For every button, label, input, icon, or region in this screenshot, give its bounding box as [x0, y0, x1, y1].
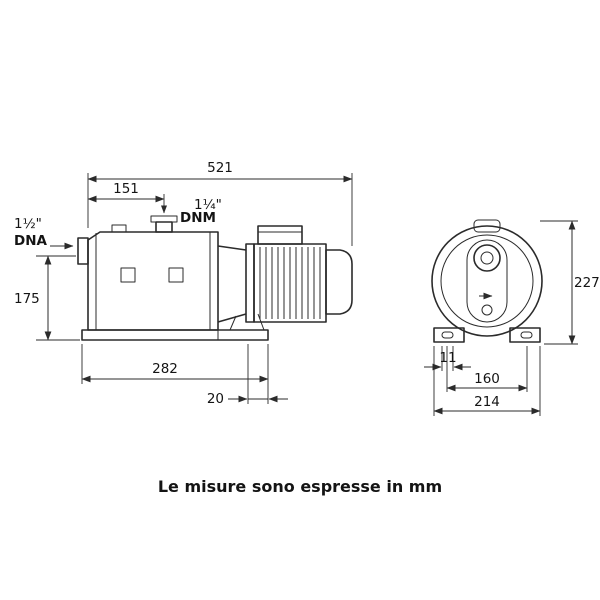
dim-foot-width-label: 20: [207, 391, 224, 407]
motor-flange: [245, 243, 255, 323]
casing-outer: [431, 225, 543, 337]
pump-body: [87, 231, 219, 331]
dim-front-width-label: 214: [474, 394, 500, 410]
dim-total-length-label: 521: [207, 160, 233, 176]
fan-cover: [325, 249, 353, 315]
priming-plug-left: [120, 267, 136, 283]
pump-body-joint-lines: [95, 232, 211, 330]
dim-front-width: 214: [433, 346, 541, 416]
top-boss: [473, 219, 501, 233]
front-port-inner: [480, 251, 494, 265]
dim-slot-width-label: 11: [439, 350, 456, 366]
dim-base-length-label: 282: [152, 361, 178, 377]
discharge-port: [155, 221, 173, 233]
dna-size-label: 1½": [14, 216, 42, 232]
base-plate: [81, 329, 269, 341]
dna-label: DNA: [14, 233, 48, 249]
foot-left: [433, 327, 465, 343]
front-view: [431, 219, 543, 343]
dim-front-height-label: 227: [574, 275, 600, 291]
priming-plug-right: [168, 267, 184, 283]
side-view: [77, 215, 353, 341]
front-port-outer: [473, 244, 501, 272]
label-discharge-port: 1¼" DNM: [180, 197, 222, 226]
dim-body-length: 151: [87, 181, 168, 214]
suction-flange: [77, 237, 89, 265]
dnm-label: DNM: [180, 210, 216, 226]
dim-slot-width: 11: [424, 346, 471, 371]
dim-axis-height: 175: [14, 255, 80, 341]
dim-axis-height-ext: [36, 255, 80, 341]
dim-total-length: 521: [87, 160, 353, 246]
dim-bolt-spacing-ext: [446, 346, 528, 392]
dnm-size-label: 1¼": [194, 197, 222, 213]
caption-text: Le misure sono espresse in mm: [158, 477, 442, 496]
top-plug: [111, 224, 127, 233]
dim-front-height: 227: [540, 220, 600, 345]
dim-axis-height-label: 175: [14, 291, 40, 307]
motor-adapter: [217, 245, 247, 323]
dim-foot-width: 20: [207, 344, 288, 407]
dim-body-length-label: 151: [113, 181, 139, 197]
dim-front-width-ext: [433, 346, 541, 416]
casing-inner: [440, 234, 534, 328]
foot-right: [509, 327, 541, 343]
label-suction-port: 1½" DNA: [14, 216, 74, 250]
dim-bolt-spacing: 160: [446, 346, 528, 392]
motor-fins: [259, 247, 321, 319]
discharge-port-cap: [150, 215, 178, 223]
foot-slot-left: [441, 331, 454, 339]
dim-bolt-spacing-label: 160: [474, 371, 500, 387]
face-plate: [466, 239, 508, 323]
dim-slot-width-ext: [441, 346, 454, 371]
terminal-box: [257, 225, 303, 245]
drain-plug: [481, 304, 493, 316]
dim-base-length: 282: [81, 344, 269, 404]
foot-slot-right: [520, 331, 533, 339]
